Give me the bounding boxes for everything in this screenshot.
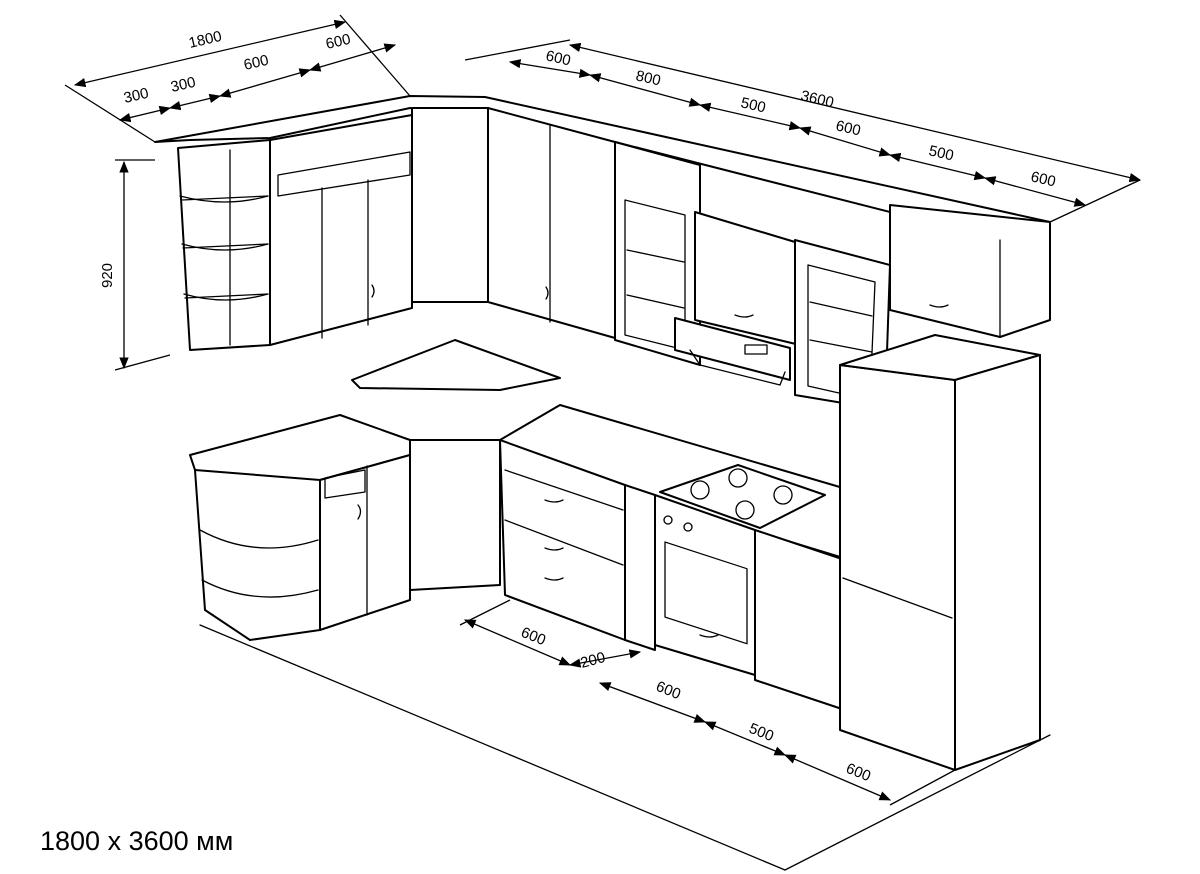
dim-floor-c: 600 <box>654 678 684 703</box>
dim-upper-right-b: 800 <box>634 67 662 89</box>
dim-upper-left-total: 1800 <box>187 28 223 52</box>
dim-floor-b: 200 <box>579 649 608 672</box>
dim-upper-left-a: 300 <box>122 85 150 107</box>
dim-upper-right-total: 3600 <box>799 87 835 111</box>
dimension-lines <box>64 14 1142 806</box>
dim-upper-right-c: 500 <box>739 94 767 116</box>
dim-upper-right-d: 600 <box>834 117 862 139</box>
dim-upper-right-f: 600 <box>1029 168 1057 190</box>
dim-upper-right-a: 600 <box>544 47 572 69</box>
dim-upper-left-b: 300 <box>169 74 197 96</box>
floor-outline <box>199 624 1051 871</box>
dim-upper-right-e: 500 <box>927 142 955 164</box>
lower-cabinets <box>189 334 1041 771</box>
caption: 1800 x 3600 мм <box>40 826 234 856</box>
dim-upper-left-d: 600 <box>324 31 352 53</box>
dim-upper-left-c: 600 <box>242 52 270 74</box>
dim-height: 920 <box>99 263 116 288</box>
